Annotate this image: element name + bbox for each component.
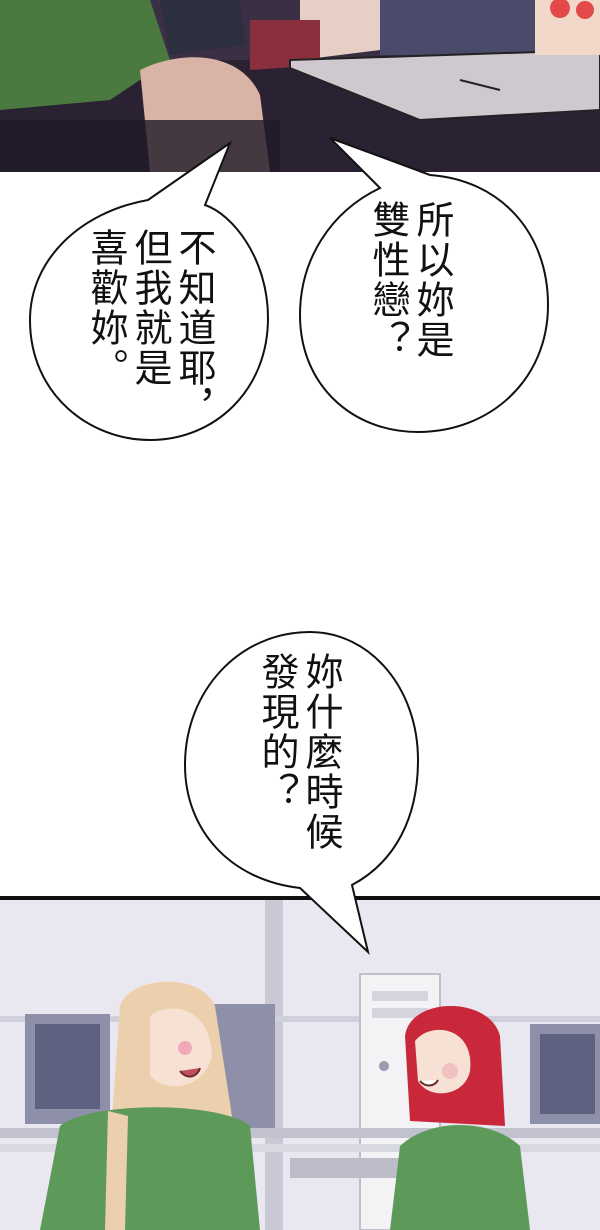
- office-scene-art: [0, 896, 600, 1230]
- top-panel: [0, 0, 600, 172]
- bubble-right-text: 所以妳是 雙性戀？: [366, 200, 454, 360]
- cafe-scene-art: [0, 0, 600, 172]
- bubble-bottom-text: 妳什麼時候 發現的？: [255, 652, 343, 852]
- bubble-left-text: 不知道耶， 但我就是 喜歡妳。: [84, 228, 216, 428]
- bottom-panel: [0, 896, 600, 1230]
